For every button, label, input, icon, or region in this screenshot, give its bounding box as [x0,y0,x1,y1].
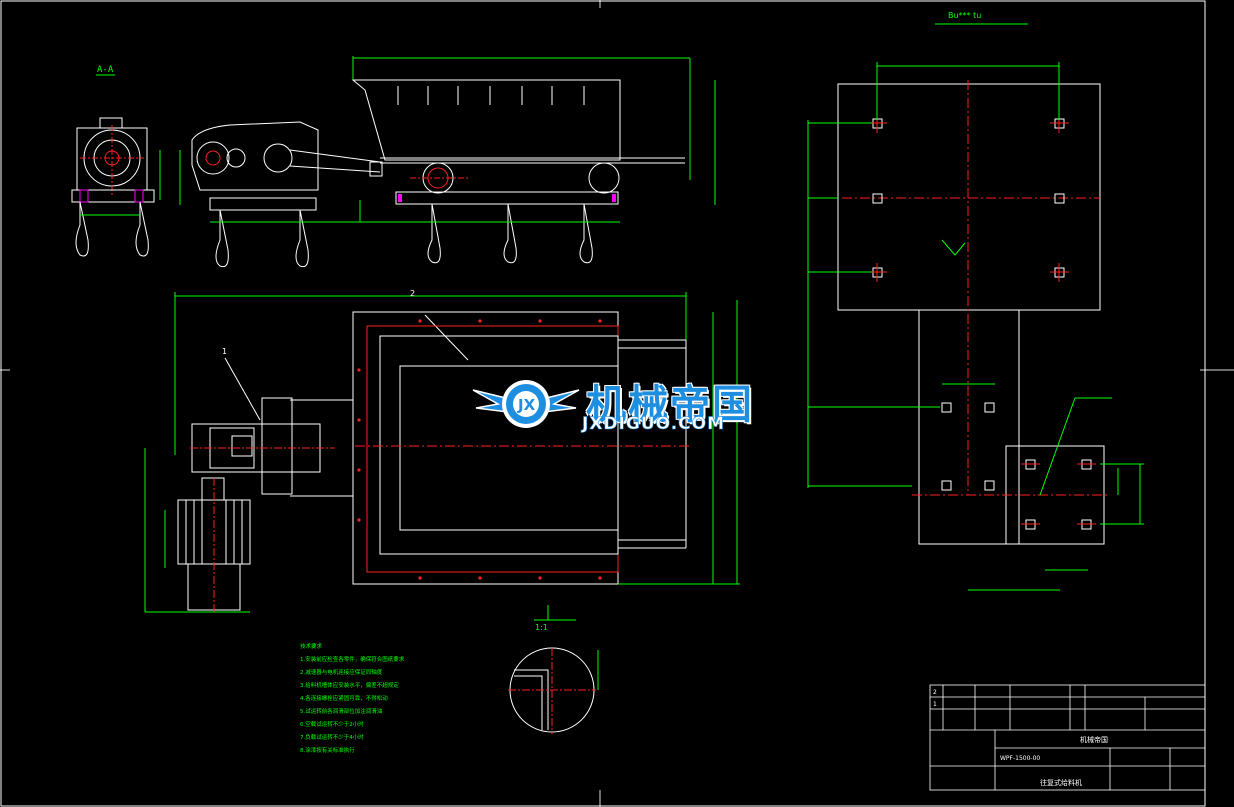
drawing-number: WPF-1500-00 [1000,755,1040,762]
note-line: 7.负载试运转不少于4小时 [300,735,364,741]
gear-wings-logo-icon: JX [472,380,580,428]
watermark-en: JXDIGUO.COM [582,414,726,435]
watermark: JX 机械帝国 JXDIGUO.COM [468,368,768,438]
note-line: 8.涂漆按有关标准执行 [300,748,355,754]
note-line: 6.空载试运转不少于2小时 [300,722,364,728]
note-line: 1.安装前应检查各零件，确保符合图纸要求 [300,657,405,663]
sheet-border [0,0,1206,807]
title-row-1: 1 [933,701,937,708]
title-block [929,684,1206,791]
section-aa-view: A-A [71,65,161,257]
callout-2: 2 [410,289,415,298]
watermark-cn: 机械帝国 [586,382,754,428]
section-label: A-A [97,65,114,75]
foundation-plan-view: Bu*** tu [807,11,1144,591]
title-row-2: 2 [933,689,937,696]
plan-view: 2 1 [144,289,740,613]
note-line: 3.给料机槽体应安装水平，偏差不超规定 [300,683,399,689]
company-name: 机械帝国 [1080,735,1108,744]
title-block-text: 2 1 WPF-1500-00 往复式给料机 机械帝国 [933,689,1108,787]
note-line: 4.各连接螺栓应紧固可靠，不得松动 [300,696,388,702]
foundation-title: Bu*** tu [948,11,981,20]
note-line: 技术要求 [300,644,323,650]
technical-notes: 技术要求 1.安装前应检查各零件，确保符合图纸要求 2.减速器与电机连接应保证同轴度… [300,641,470,758]
svg-text:JX: JX [517,396,536,414]
note-line: 2.减速器与电机连接应保证同轴度 [300,670,383,676]
side-elevation-view [179,56,716,268]
drawing-title: 往复式给料机 [1040,778,1082,787]
note-line: 5.试运转前各润滑部位加注润滑油 [300,709,383,715]
detail-view: 1:1 [508,605,599,734]
callout-1: 1 [222,347,227,356]
detail-scale-label: 1:1 [535,623,548,632]
